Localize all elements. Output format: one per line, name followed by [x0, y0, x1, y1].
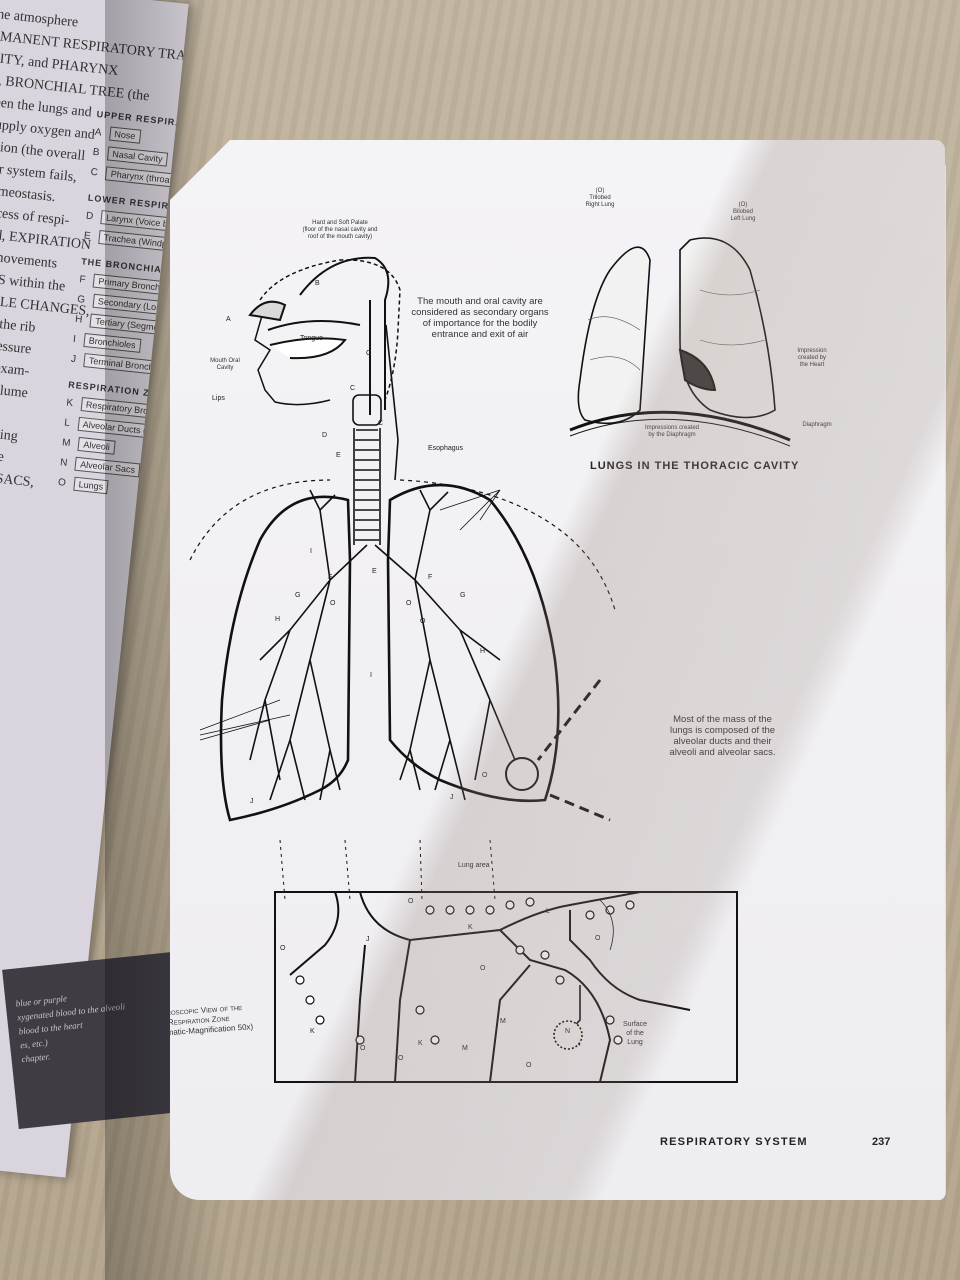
diagram-letter: H — [275, 616, 281, 623]
key-letter: D — [85, 209, 94, 222]
diagram-letter: C — [366, 350, 372, 357]
key-letter: L — [63, 416, 71, 429]
key-letter: I — [72, 333, 77, 345]
esophagus-label: Esophagus — [428, 445, 464, 452]
diaphragm-label: Diaphragm — [802, 422, 832, 428]
key-letter: N — [59, 456, 68, 469]
key-letter: G — [76, 293, 86, 306]
key-letter: M — [61, 436, 72, 449]
micro-letter: M — [462, 1045, 468, 1052]
diagram-letter: F — [428, 574, 433, 581]
diagram-letter: G — [460, 592, 466, 599]
micro-letter: N — [565, 1028, 571, 1035]
micro-letter: K — [418, 1040, 423, 1047]
key-letter: E — [83, 229, 92, 242]
diagram-letter: E — [372, 568, 377, 575]
key-letter: B — [92, 146, 100, 158]
lips-label: Lips — [212, 395, 225, 402]
diagram-letter: O — [406, 600, 412, 607]
micro-letter: O — [280, 945, 286, 952]
diagram-letter: O — [482, 772, 488, 779]
micro-letter: K — [468, 924, 473, 931]
micro-letter: M — [500, 1018, 506, 1025]
page-number: 237 — [872, 1136, 891, 1148]
key-letter: O — [57, 476, 67, 489]
lungs-figure-title: LUNGS IN THE THORACIC CAVITY — [590, 460, 800, 472]
diagram-letter: C — [378, 420, 384, 427]
diagram-letter: O — [420, 618, 426, 625]
key-letter: A — [94, 126, 103, 139]
diagram-letter: C — [350, 385, 356, 392]
lung-area-label: Lung area — [458, 862, 490, 869]
key-label-box: Lungs — [73, 476, 109, 495]
diagram-letter: O — [330, 600, 336, 607]
diagram-letter: E — [336, 452, 341, 459]
diagram-letter: B — [315, 280, 320, 287]
key-letter: F — [78, 273, 87, 286]
diagram-letter: F — [328, 574, 333, 581]
diagram-letter: I — [370, 672, 372, 679]
diagram-letter: H — [480, 648, 486, 655]
key-letter: J — [70, 353, 77, 365]
micro-letter: O — [398, 1055, 404, 1062]
key-letter: H — [74, 313, 83, 326]
micro-letter: O — [480, 965, 486, 972]
respiratory-illustration — [189, 237, 791, 1083]
diagram-letter: I — [310, 548, 312, 555]
micro-letter: O — [595, 935, 601, 942]
key-letter: C — [90, 166, 99, 178]
diagram-letter: J — [250, 798, 254, 805]
section-footer: RESPIRATORY SYSTEM — [660, 1136, 808, 1148]
key-letter: K — [65, 396, 74, 409]
right-page: Hard and Soft Palate (floor of the nasal… — [170, 140, 945, 1200]
diagram-letter: G — [295, 592, 301, 599]
micro-letter: K — [310, 1028, 315, 1035]
diagram-letter: J — [450, 794, 454, 801]
micro-letter: O — [526, 1062, 532, 1069]
diagram-letter: D — [322, 432, 328, 439]
micro-letter: J — [366, 936, 370, 943]
tongue-label: Tongue — [300, 335, 323, 342]
palate-caption: Hard and Soft Palate (floor of the nasal… — [302, 220, 378, 240]
micro-letter: O — [408, 898, 414, 905]
micro-letter: L — [546, 908, 550, 915]
micro-letter: O — [360, 1045, 366, 1052]
diagram-letter: A — [226, 316, 231, 323]
